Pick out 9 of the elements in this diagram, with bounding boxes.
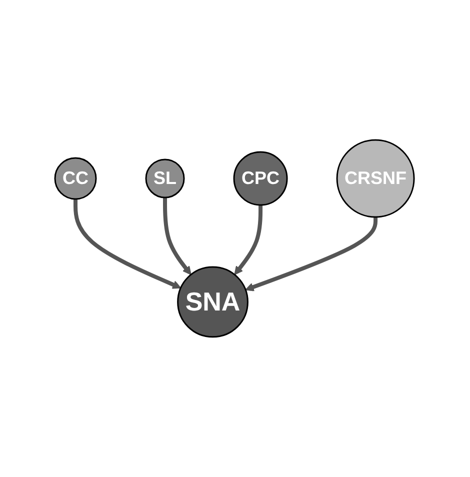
node-circle: SNA [178, 266, 249, 338]
node-circle: CRSNF [336, 139, 416, 218]
node-circle: CPC [234, 151, 288, 206]
arrow [246, 217, 378, 292]
arrow [234, 205, 263, 276]
arrow [164, 198, 192, 276]
arrow [74, 199, 182, 289]
node-circle: CC [54, 157, 98, 200]
node-circle: SL [146, 158, 186, 198]
